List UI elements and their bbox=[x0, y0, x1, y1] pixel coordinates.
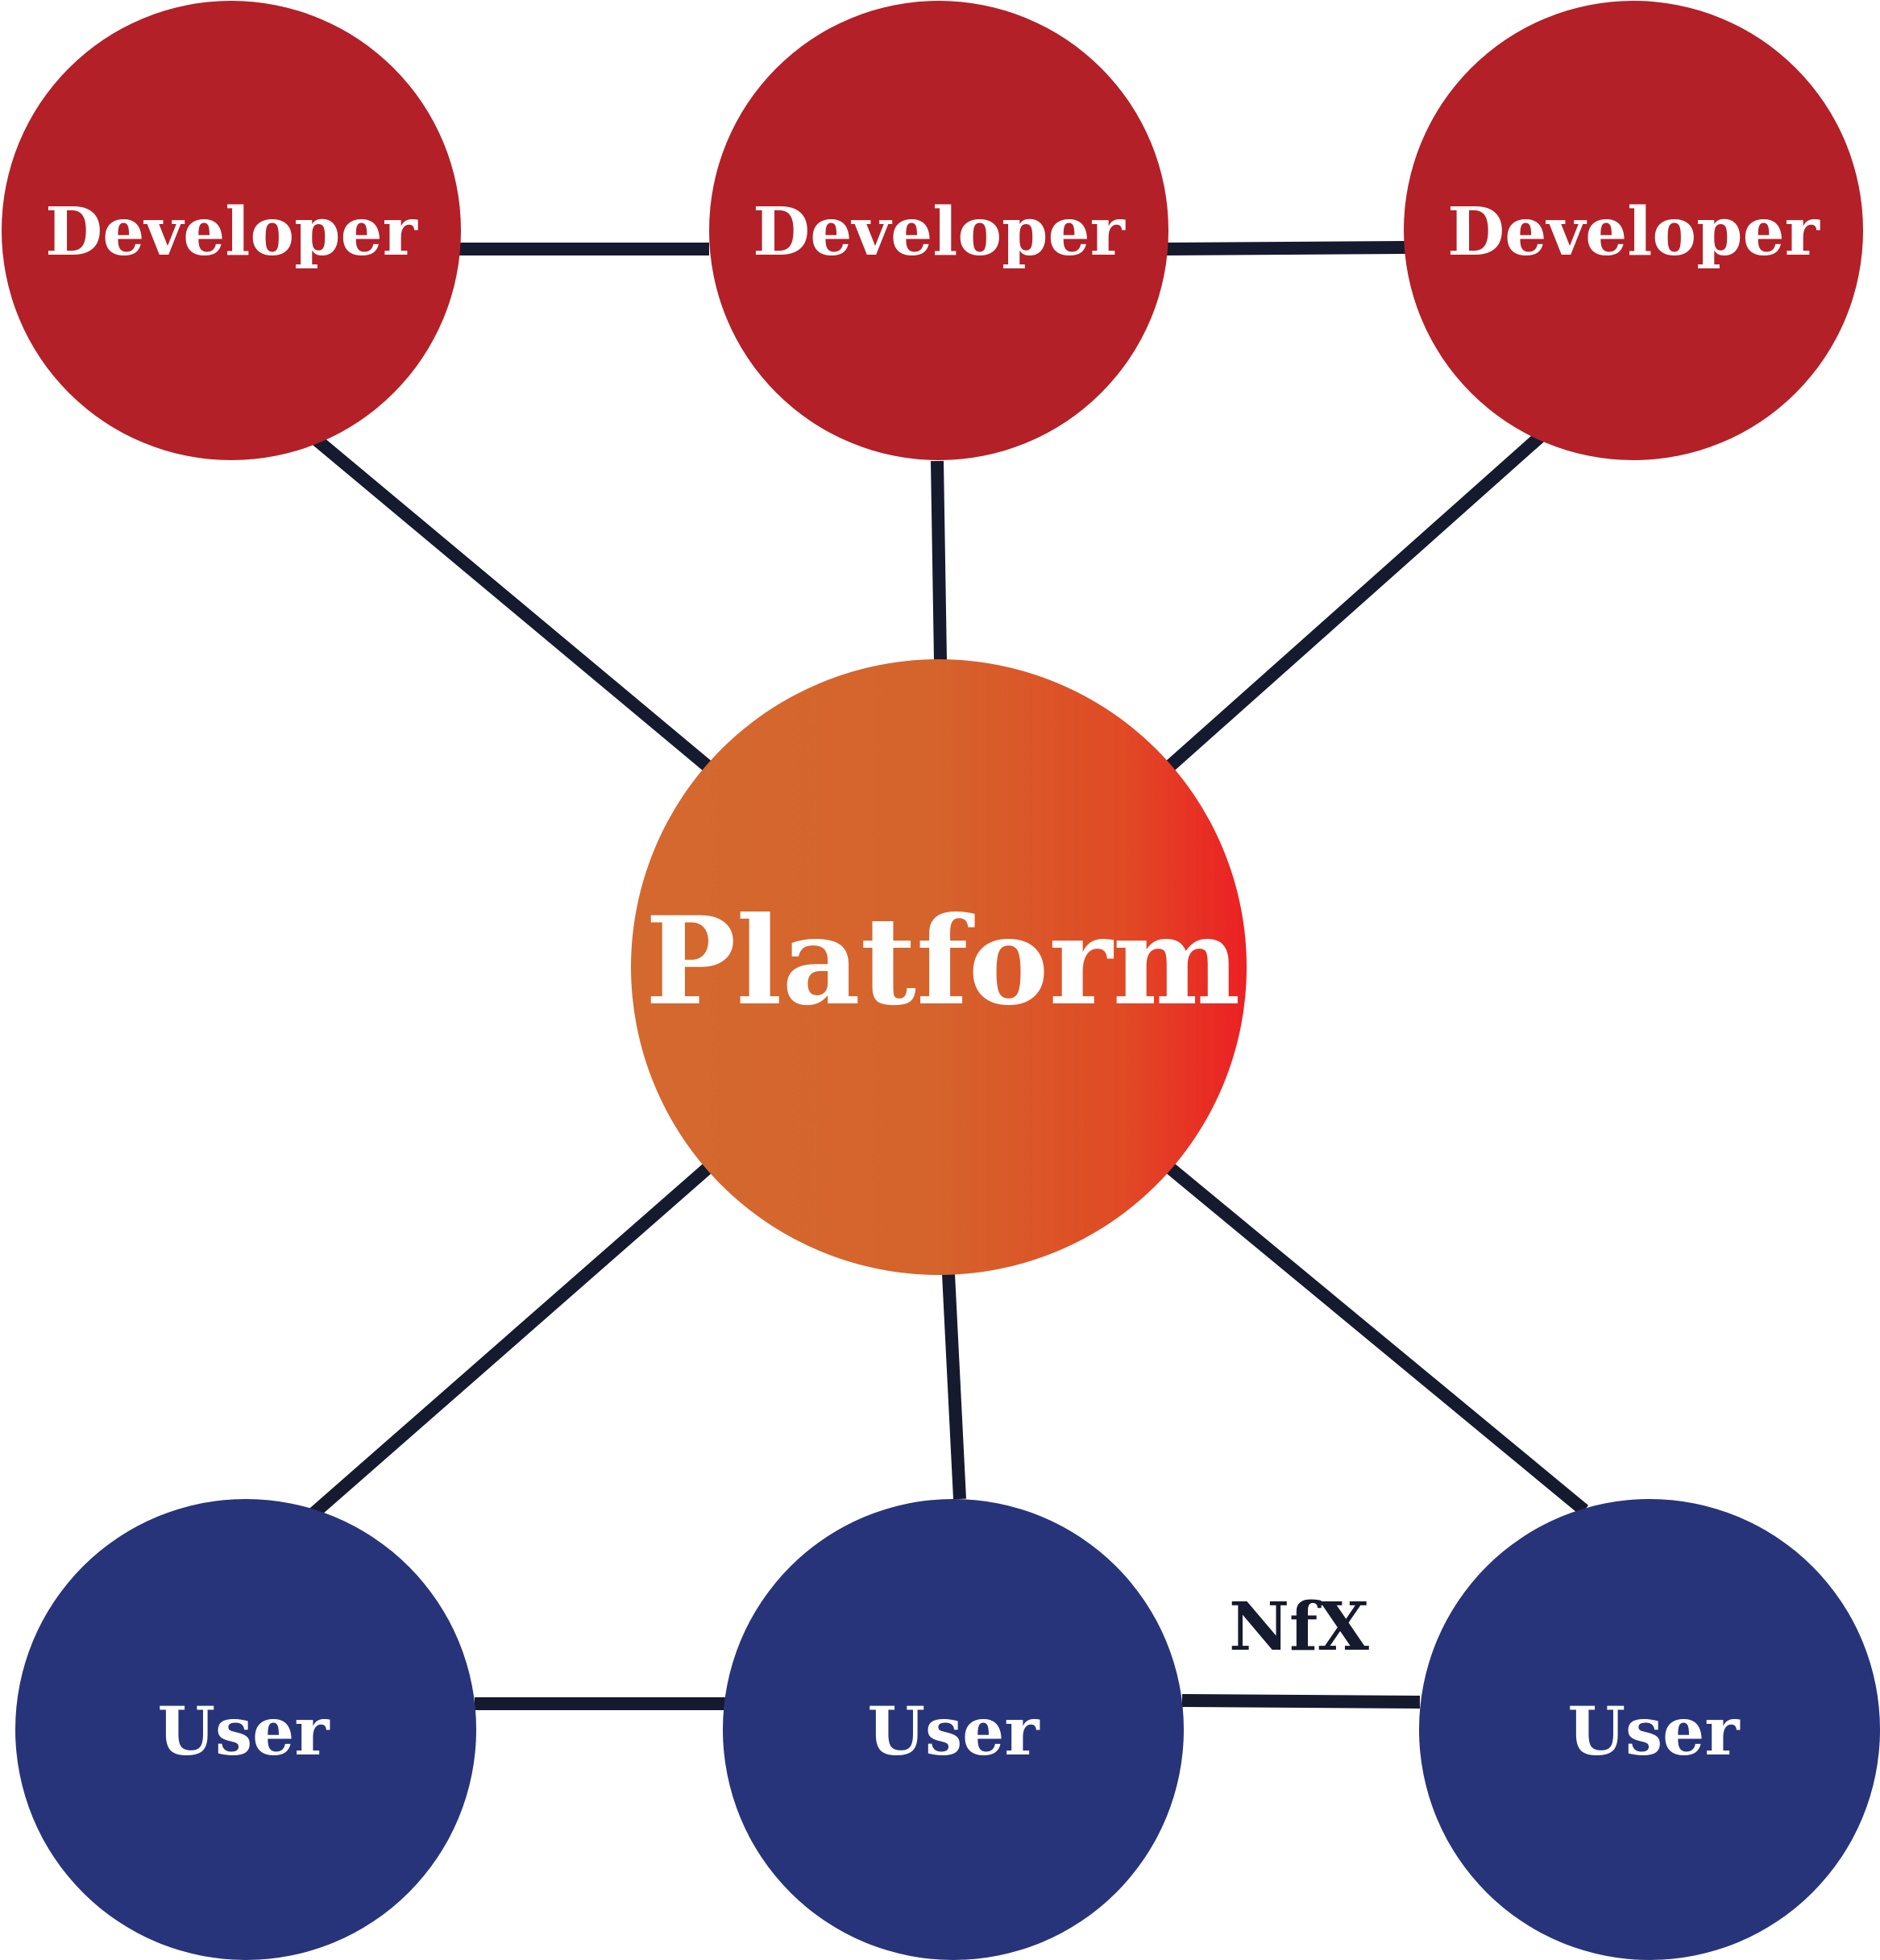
user-node-2: User bbox=[723, 1499, 1184, 1960]
user-node-1: User bbox=[15, 1499, 476, 1960]
user-node-3: User bbox=[1419, 1499, 1880, 1960]
user-circle bbox=[723, 1499, 1184, 1960]
nfx-logo: NfX bbox=[1229, 1588, 1369, 1666]
developer-circle bbox=[1404, 1, 1863, 460]
edge-developer-3-platform bbox=[1162, 431, 1546, 774]
edge-platform-user-1 bbox=[309, 1160, 716, 1519]
developer-node-1: Developer bbox=[2, 1, 461, 460]
developer-label: Developer bbox=[45, 193, 418, 271]
platform-circle bbox=[631, 659, 1247, 1275]
edge-user-2-user-3 bbox=[1181, 1694, 1421, 1709]
edge-developer-1-platform bbox=[311, 434, 716, 774]
developer-label: Developer bbox=[1447, 193, 1820, 271]
developer-label: Developer bbox=[753, 193, 1126, 271]
developer-circle bbox=[2, 1, 461, 460]
user-label: User bbox=[867, 1693, 1040, 1771]
user-circle bbox=[1419, 1499, 1880, 1960]
developer-circle bbox=[709, 1, 1168, 460]
edge-developer-2-developer-3 bbox=[1166, 241, 1406, 255]
edge-platform-user-3 bbox=[1162, 1160, 1589, 1516]
edge-developer-2-platform bbox=[931, 460, 947, 662]
user-label: User bbox=[1567, 1693, 1741, 1771]
edges bbox=[309, 241, 1589, 1710]
platform-node: Platform bbox=[631, 659, 1247, 1275]
edge-platform-user-2 bbox=[942, 1273, 966, 1500]
user-circle bbox=[15, 1499, 476, 1960]
developer-node-3: Developer bbox=[1404, 1, 1863, 460]
user-label: User bbox=[157, 1693, 330, 1771]
platform-label: Platform bbox=[645, 891, 1241, 1032]
developer-node-2: Developer bbox=[709, 1, 1168, 460]
